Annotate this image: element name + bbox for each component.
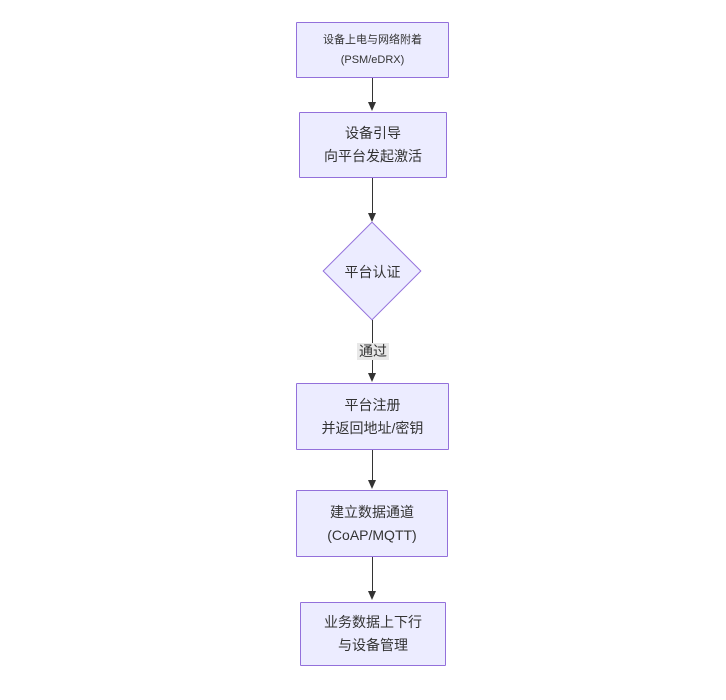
node-platform-auth: 平台认证 bbox=[322, 221, 423, 321]
node-platform-register-line-1: 平台注册 bbox=[344, 396, 401, 413]
edge-bootstrap-to-auth bbox=[372, 178, 373, 214]
node-power-attach-line-2: (PSM/eDRX) bbox=[340, 54, 405, 66]
node-bootstrap-line-1: 设备引导 bbox=[345, 125, 401, 141]
arrowhead-down-icon bbox=[368, 480, 376, 489]
arrowhead-down-icon bbox=[368, 213, 376, 222]
node-business-data-line-2: 与设备管理 bbox=[338, 637, 408, 653]
edge-register-to-channel bbox=[372, 450, 373, 481]
node-platform-auth-label: 平台认证 bbox=[344, 263, 401, 280]
node-platform-register: 平台注册 并返回地址/密钥 bbox=[296, 383, 449, 450]
arrowhead-down-icon bbox=[368, 102, 376, 111]
node-business-data: 业务数据上下行 与设备管理 bbox=[300, 602, 446, 666]
node-bootstrap: 设备引导 向平台发起激活 bbox=[299, 112, 447, 178]
node-power-attach-line-1: 设备上电与网络附着 bbox=[323, 34, 422, 46]
arrowhead-down-icon bbox=[368, 373, 376, 382]
edge-channel-to-business bbox=[372, 557, 373, 592]
node-data-channel: 建立数据通道 (CoAP/MQTT) bbox=[296, 490, 448, 557]
node-data-channel-line-2: (CoAP/MQTT) bbox=[327, 526, 417, 543]
node-business-data-line-1: 业务数据上下行 bbox=[324, 614, 422, 630]
node-bootstrap-line-2: 向平台发起激活 bbox=[324, 148, 422, 164]
node-platform-register-line-2: 并返回地址/密钥 bbox=[321, 419, 424, 436]
edge-power-to-bootstrap bbox=[372, 78, 373, 103]
arrowhead-down-icon bbox=[368, 591, 376, 600]
node-data-channel-line-1: 建立数据通道 bbox=[330, 503, 414, 520]
node-power-attach: 设备上电与网络附着 (PSM/eDRX) bbox=[296, 22, 449, 78]
edge-label-pass: 通过 bbox=[357, 343, 389, 360]
